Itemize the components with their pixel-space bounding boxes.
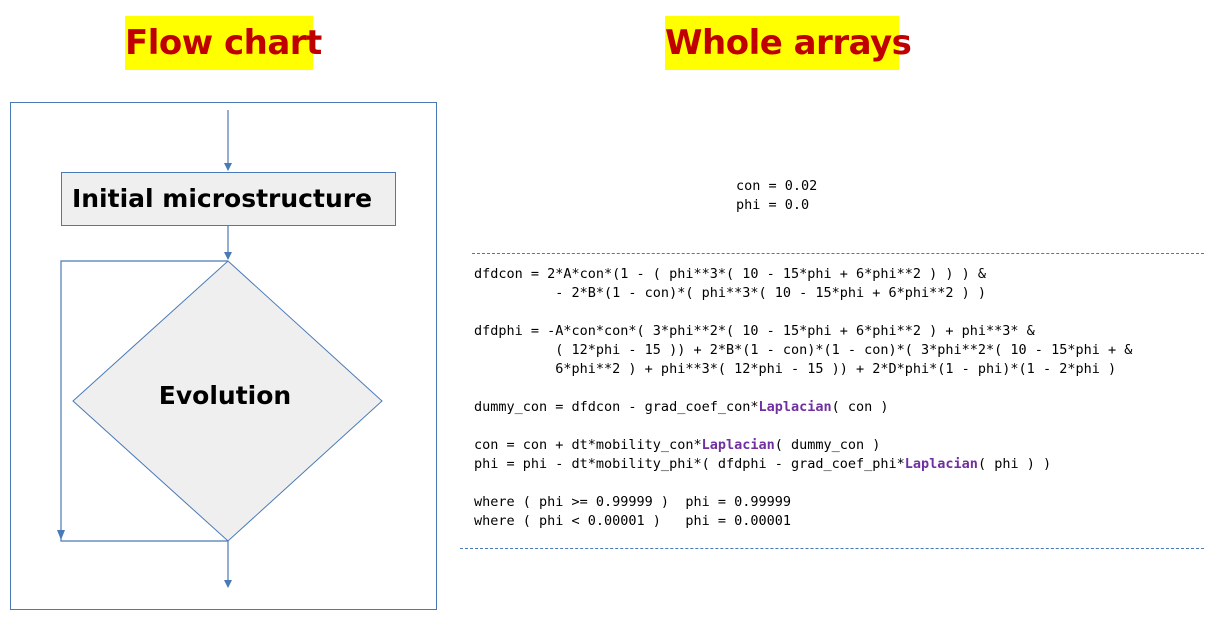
code-line: where ( phi < 0.00001 ) phi = 0.00001: [474, 512, 1132, 531]
code-segment: where ( phi >= 0.99999 ) phi = 0.99999: [474, 494, 791, 510]
flow-chart-title: Flow chart: [125, 16, 322, 70]
code-segment: where ( phi < 0.00001 ) phi = 0.00001: [474, 513, 791, 529]
code-segment: dfdcon = 2*A*con*(1 - ( phi**3*( 10 - 15…: [474, 266, 987, 282]
loop-arrowhead: [57, 530, 65, 540]
code-segment: ( phi ) ): [977, 456, 1052, 472]
code-segment: - 2*B*(1 - con)*( phi**3*( 10 - 15*phi +…: [474, 285, 987, 301]
initial-microstructure-box: [61, 172, 396, 226]
init-code-line: con = 0.02: [736, 178, 818, 194]
code-segment: ( dummy_con ): [774, 437, 881, 453]
code-line: 6*phi**2 ) + phi**3*( 12*phi - 15 )) + 2…: [474, 360, 1132, 379]
code-line: where ( phi >= 0.99999 ) phi = 0.99999: [474, 493, 1132, 512]
laplacian-keyword: Laplacian: [758, 399, 832, 415]
code-line: dfdphi = -A*con*con*( 3*phi**2*( 10 - 15…: [474, 322, 1132, 341]
code-line: [474, 379, 1132, 398]
code-line: dfdcon = 2*A*con*(1 - ( phi**3*( 10 - 15…: [474, 265, 1132, 284]
code-line: - 2*B*(1 - con)*( phi**3*( 10 - 15*phi +…: [474, 284, 1132, 303]
code-line: con = con + dt*mobility_con*Laplacian( d…: [474, 436, 1132, 455]
code-segment: phi = phi - dt*mobility_phi*( dfdphi - g…: [474, 456, 905, 472]
code-line: phi = phi - dt*mobility_phi*( dfdphi - g…: [474, 455, 1132, 474]
initial-condition-code: con = 0.02 phi = 0.0: [736, 177, 817, 215]
top-separator: [472, 253, 1204, 254]
code-segment: ( con ): [831, 399, 889, 415]
init-code-line: phi = 0.0: [736, 197, 810, 213]
initial-microstructure-label: Initial microstructure: [72, 184, 372, 213]
code-line: [474, 417, 1132, 436]
code-line: ( 12*phi - 15 )) + 2*B*(1 - con)*(1 - co…: [474, 341, 1132, 360]
code-segment: 6*phi**2 ) + phi**3*( 12*phi - 15 )) + 2…: [474, 361, 1117, 377]
loop-back-line: [60, 260, 228, 542]
laplacian-keyword: Laplacian: [904, 456, 978, 472]
code-segment: dfdphi = -A*con*con*( 3*phi**2*( 10 - 15…: [474, 323, 1035, 339]
whole-arrays-title: Whole arrays: [665, 16, 912, 70]
code-line: [474, 303, 1132, 322]
code-segment: dummy_con = dfdcon - grad_coef_con*: [474, 399, 759, 415]
laplacian-keyword: Laplacian: [701, 437, 775, 453]
code-segment: ( 12*phi - 15 )) + 2*B*(1 - con)*(1 - co…: [474, 342, 1133, 358]
bottom-separator: [460, 548, 1204, 549]
code-line: [474, 474, 1132, 493]
code-line: dummy_con = dfdcon - grad_coef_con*Lapla…: [474, 398, 1132, 417]
code-segment: con = con + dt*mobility_con*: [474, 437, 702, 453]
evolution-code: dfdcon = 2*A*con*(1 - ( phi**3*( 10 - 15…: [474, 265, 1132, 531]
evolution-label: Evolution: [159, 381, 291, 410]
